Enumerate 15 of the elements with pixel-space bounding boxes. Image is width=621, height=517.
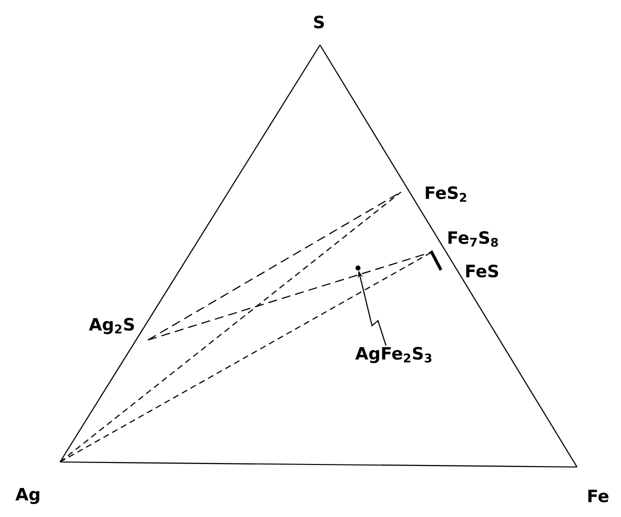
tie-line [148,251,432,341]
vertex-label: Fe$_{7}$S$_{8}$ [448,231,498,247]
tie-line [60,252,432,462]
vertex-label: FeS$_{2}$ [426,186,466,202]
triangle-side [320,44,578,468]
triangle-side [60,44,320,462]
vertex-label: S [314,16,324,28]
vertex-label: Ag$_{2}$S [88,318,134,334]
vertex-label: Ag [15,488,40,504]
vertex-label: AgFe$_{2}$S$_{3}$ [355,346,432,364]
vertex-label: FeS [466,264,498,278]
tie-line [60,192,402,462]
triangle-side [60,461,578,468]
phase-point [356,266,360,270]
vertex-label: Fe [588,490,608,502]
